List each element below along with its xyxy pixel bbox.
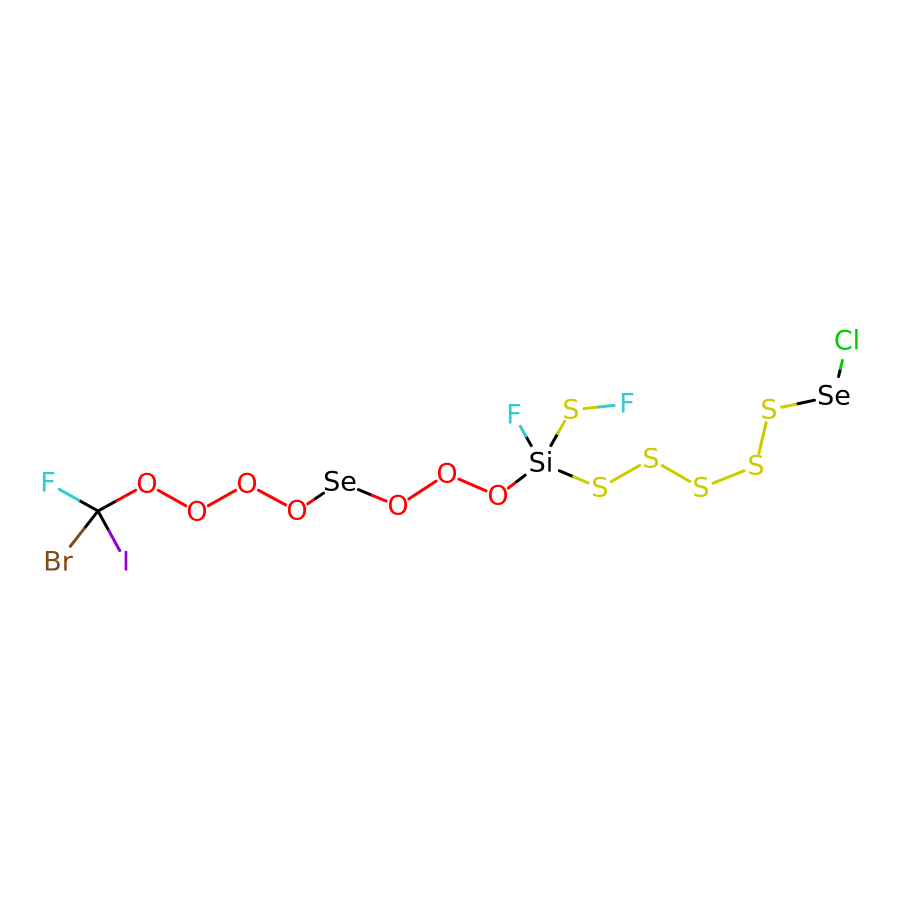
- bond-segment: [96, 499, 119, 513]
- bond-segment: [674, 472, 692, 483]
- atom-label-f1: F: [40, 468, 56, 499]
- bond-segment: [170, 496, 188, 508]
- bond-segment: [457, 477, 474, 487]
- atom-label-s4: S: [692, 473, 709, 504]
- bond-segment: [582, 405, 601, 411]
- bond-o1-o2: [156, 488, 188, 508]
- bond-o2-o3: [206, 488, 238, 508]
- bond-c1-o1: [96, 488, 138, 513]
- bond-segment: [597, 403, 616, 409]
- atom-label-f3: F: [619, 389, 635, 420]
- bond-segment: [256, 488, 274, 499]
- bond-o5-o6: [407, 479, 438, 501]
- atom-label-o2: O: [186, 497, 207, 528]
- bond-segment: [796, 398, 816, 406]
- bond-segment: [761, 421, 768, 440]
- bond-segment: [609, 472, 627, 484]
- bond-segment: [306, 496, 318, 506]
- bond-segment: [572, 475, 590, 485]
- bond-segment: [77, 498, 100, 513]
- bond-s3-s4: [660, 464, 692, 483]
- bond-segment: [220, 488, 238, 500]
- bond-segment: [660, 464, 678, 475]
- bond-si1-f2: [518, 424, 533, 448]
- bond-segment: [549, 431, 560, 448]
- atom-label-s6: S: [760, 395, 777, 426]
- atom-label-i1: I: [122, 547, 130, 578]
- bond-s4-s5: [711, 469, 746, 485]
- bond-segment: [780, 402, 800, 409]
- bond-segment: [156, 488, 174, 500]
- bond-s2-s3: [609, 463, 642, 484]
- bond-segment: [518, 424, 528, 438]
- bond-segment: [557, 469, 576, 479]
- bond-segment: [757, 436, 764, 455]
- atom-label-o7: O: [487, 481, 508, 512]
- bond-segment: [506, 480, 519, 490]
- bond-segment: [556, 419, 567, 435]
- atom-label-se2: Se: [817, 381, 851, 412]
- bond-segment: [206, 496, 224, 508]
- bond-se1-o5: [356, 488, 388, 503]
- bond-segment: [314, 491, 325, 500]
- bond-c1-f1: [57, 487, 100, 513]
- bond-segment: [356, 488, 374, 497]
- bond-segment: [624, 463, 642, 475]
- bond-segment: [839, 358, 844, 370]
- bond-o6-o7: [457, 477, 488, 493]
- atom-label-se1: Se: [323, 467, 357, 498]
- atom-label-o6: O: [436, 459, 457, 490]
- atom-label-cl1: Cl: [834, 326, 860, 357]
- atom-label-si1: Si: [529, 448, 554, 479]
- bond-segment: [471, 483, 488, 493]
- bond-segment: [407, 488, 424, 501]
- bond-segment: [727, 469, 746, 479]
- bond-se2-cl1: [837, 358, 844, 379]
- bond-c1-br1: [68, 509, 100, 548]
- bond-segment: [115, 488, 138, 503]
- bond-si1-s2: [557, 469, 590, 485]
- bond-segment: [711, 475, 730, 485]
- atom-label-br1: Br: [43, 547, 74, 578]
- bond-s6-se2: [780, 398, 816, 409]
- bond-segment: [270, 496, 288, 507]
- bond-segment: [524, 434, 533, 448]
- atom-label-s3: S: [642, 444, 659, 475]
- bond-c1-i1: [96, 509, 122, 553]
- atom-label-s2: S: [591, 473, 608, 504]
- bond-o7-si1: [506, 473, 527, 490]
- bond-segment: [370, 493, 388, 503]
- bond-segment: [57, 487, 81, 502]
- bond-si1-s1: [549, 419, 567, 448]
- atom-label-f2: F: [506, 400, 522, 431]
- bond-s5-s6: [757, 421, 768, 455]
- bond-segment: [96, 509, 111, 533]
- bond-o4-se1: [306, 491, 325, 506]
- bond-segment: [82, 509, 100, 531]
- bond-segment: [421, 479, 438, 492]
- bond-segment: [515, 473, 527, 484]
- bond-segment: [68, 527, 86, 548]
- bond-segment: [107, 529, 122, 553]
- atom-label-o3: O: [236, 469, 257, 500]
- atom-label-s1: S: [562, 395, 579, 426]
- bond-s1-f3: [582, 403, 616, 411]
- atom-label-s5: S: [747, 451, 764, 482]
- bond-o3-o4: [256, 488, 288, 507]
- atom-label-o5: O: [387, 491, 408, 522]
- atom-label-o1: O: [136, 469, 157, 500]
- atom-label-o4: O: [286, 496, 307, 527]
